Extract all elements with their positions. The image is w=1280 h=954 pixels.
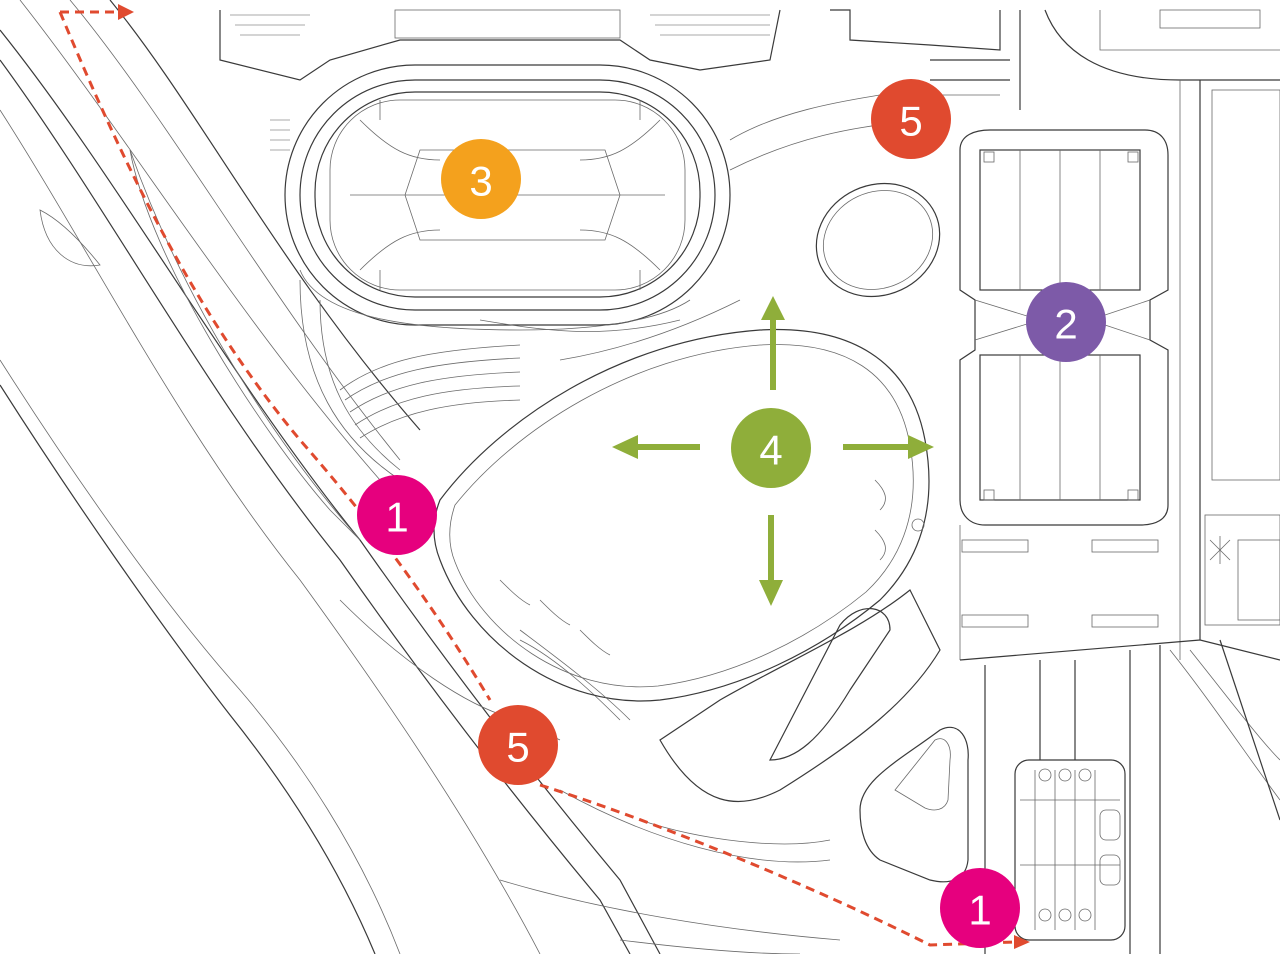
marker-route-north[interactable]: 5 [871, 79, 951, 159]
pedestrian-route [58, 4, 1030, 949]
central-park [433, 328, 941, 802]
terraces [299, 279, 741, 481]
svg-text:1: 1 [968, 887, 991, 934]
svg-text:5: 5 [506, 724, 529, 771]
svg-text:3: 3 [469, 158, 492, 205]
marker-route-south[interactable]: 5 [478, 705, 558, 785]
marker-central-park[interactable]: 4 [731, 408, 811, 488]
arrow-west-icon [612, 435, 638, 459]
stadium [270, 64, 731, 331]
exhibition-hall [959, 80, 1181, 660]
marker-entrance-west[interactable]: 1 [357, 475, 437, 555]
svg-text:5: 5 [899, 98, 922, 145]
svg-text:1: 1 [385, 494, 408, 541]
top-buildings [219, 9, 1280, 110]
markers: 1 1 2 3 4 5 5 [357, 79, 1106, 948]
east-blocks [1199, 80, 1280, 661]
svg-text:2: 2 [1054, 301, 1077, 348]
direction-arrows [612, 296, 934, 606]
marker-entrance-southeast[interactable]: 1 [940, 868, 1020, 948]
southeast-roads [499, 639, 1280, 954]
arrow-south-icon [759, 580, 783, 606]
marker-exhibition-hall[interactable]: 2 [1026, 282, 1106, 362]
svg-text:4: 4 [759, 427, 782, 474]
arrow-north-icon [761, 296, 785, 320]
marker-stadium[interactable]: 3 [441, 139, 521, 219]
arrow-east-icon [908, 435, 934, 459]
